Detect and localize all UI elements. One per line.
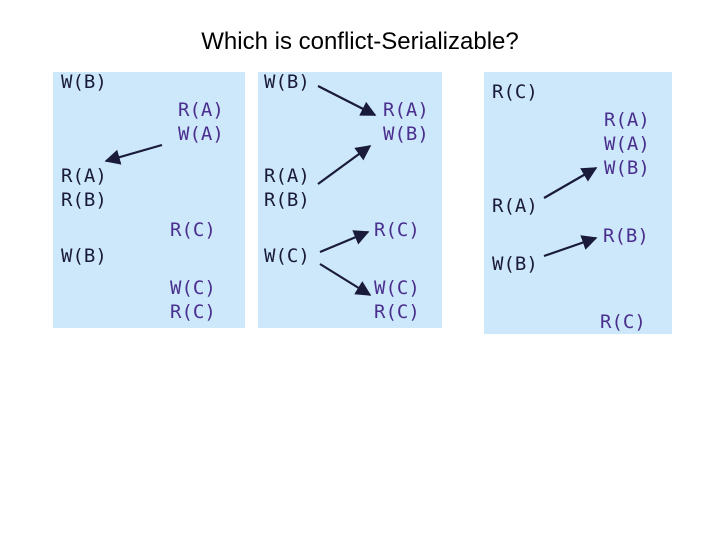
- s1-t2-op-ra-wa: R(A) W(A): [178, 99, 224, 145]
- s2-t2-op-ra-wb: R(A) W(B): [383, 99, 429, 145]
- s3-t1-op-rc: R(C): [492, 81, 538, 103]
- page-title: Which is conflict-Serializable?: [201, 28, 519, 55]
- s2-t2-op-wc-rc: W(C) R(C): [374, 277, 420, 323]
- s3-t2-op-rc: R(C): [600, 311, 646, 333]
- s3-t1-op-ra: R(A): [492, 195, 538, 217]
- s1-t2-op-wc-rc: W(C) R(C): [170, 277, 216, 323]
- schedule-panel-1: [53, 72, 245, 328]
- s3-arrow-wb-to-rb: [543, 235, 598, 258]
- s3-arrow-ra-to-raw: [543, 167, 598, 199]
- s2-arrow-wc-to-rc: [319, 230, 370, 254]
- s2-t1-op-wb: W(B): [264, 71, 310, 93]
- s1-t1-op-wb: W(B): [61, 71, 107, 93]
- s2-arrow-rb-to-wb: [317, 145, 372, 185]
- s3-t1-op-wb: W(B): [492, 253, 538, 275]
- s1-t1-op-wb-2: W(B): [61, 245, 107, 267]
- s2-t1-op-wc: W(C): [264, 245, 310, 267]
- s3-t2-op-ra-wa-wb: R(A) W(A) W(B): [604, 109, 650, 179]
- s1-t1-op-ra-rb: R(A) R(B): [61, 165, 107, 211]
- s1-arrow-wa-to-ra: [104, 143, 163, 165]
- s2-arrow-wb-to-rab: [317, 85, 377, 116]
- s2-t1-op-ra-rb: R(A) R(B): [264, 165, 310, 211]
- s1-t2-op-rc: R(C): [170, 219, 216, 241]
- s3-t2-op-rb: R(B): [603, 225, 649, 247]
- schedule-panel-3: [484, 72, 672, 334]
- s2-arrow-wc-to-wcrc: [319, 263, 372, 296]
- schedule-panel-2: [258, 72, 442, 328]
- s2-t2-op-rc: R(C): [374, 219, 420, 241]
